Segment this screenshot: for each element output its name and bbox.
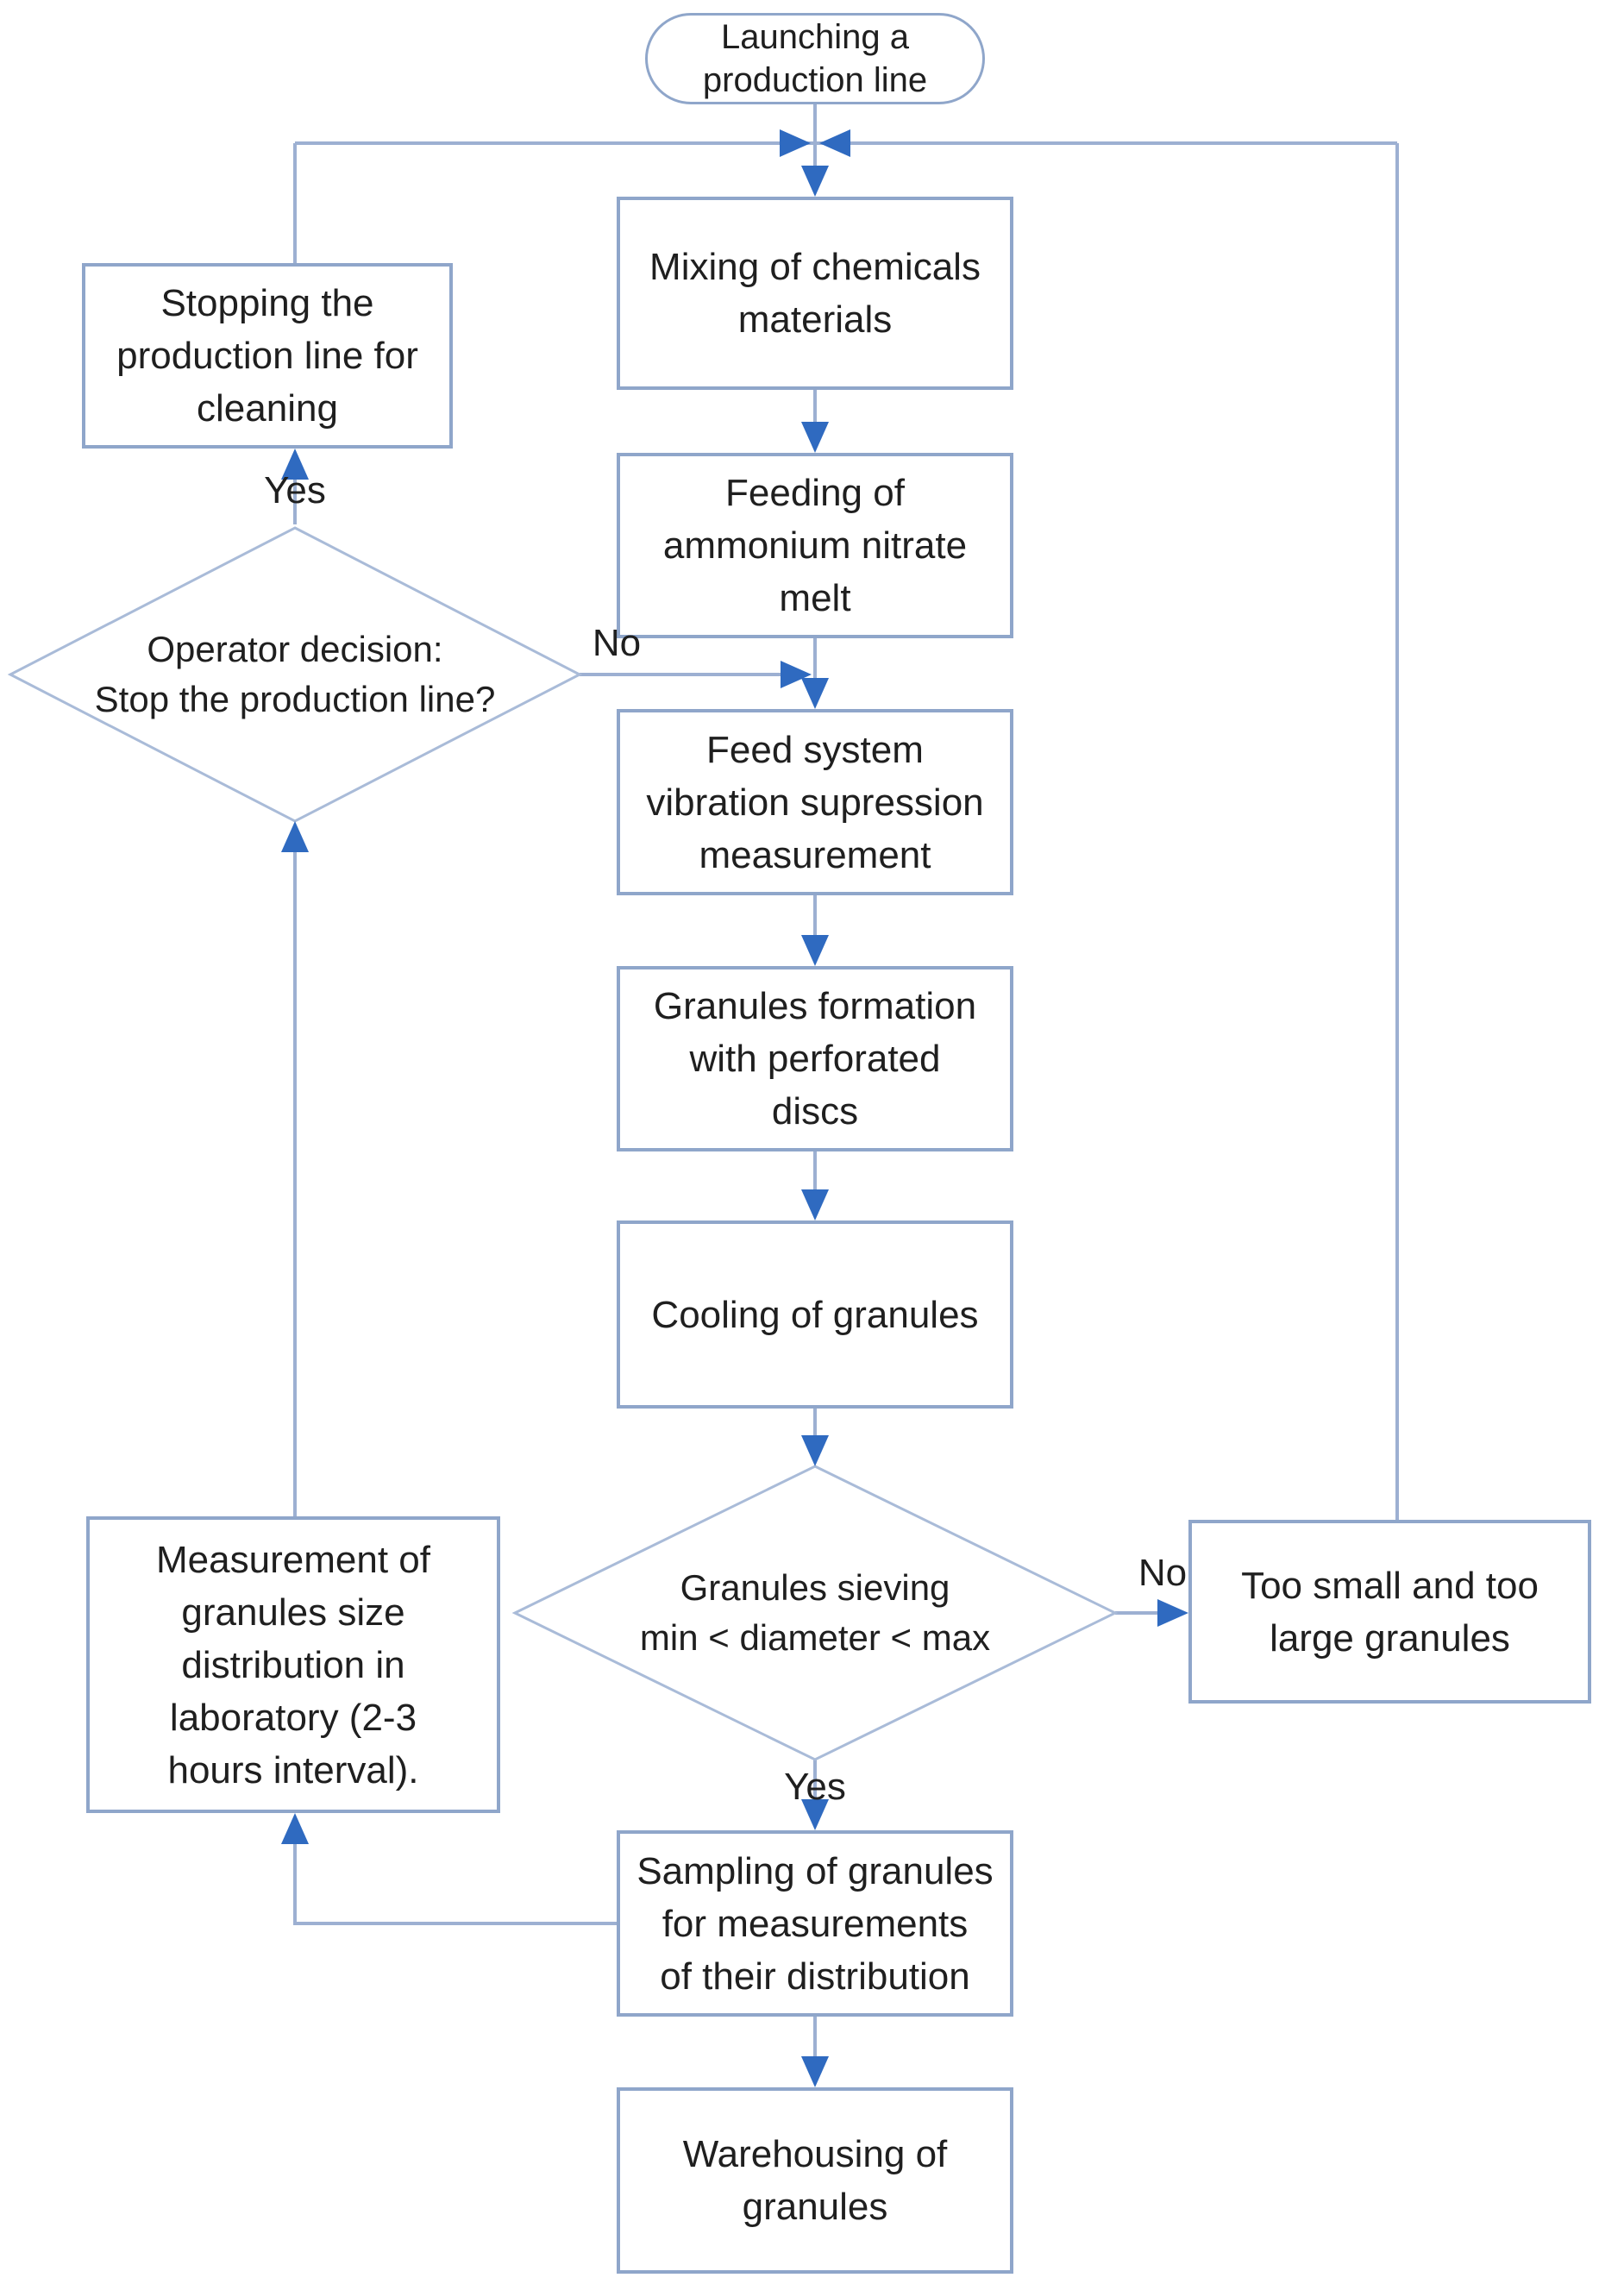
decision-granules-sieving-shape: [511, 1465, 1119, 1761]
arrowhead-into-measurement: [281, 1813, 309, 1844]
label-operator-no: No: [592, 622, 642, 664]
decision-operator-shape: [7, 526, 583, 823]
node-stopping: Stopping the production line for cleanin…: [82, 263, 453, 449]
node-too-small-large: Too small and too large granules: [1188, 1520, 1591, 1704]
node-launch: Launching a production line: [645, 13, 985, 104]
arrowhead-into-feeding: [801, 422, 829, 453]
label-sieving-yes: Yes: [784, 1766, 846, 1808]
arrowhead-into-sieving: [801, 1435, 829, 1466]
arrowhead-into-toosmall: [1157, 1599, 1188, 1627]
arrowhead-into-operator: [281, 821, 309, 852]
arrowhead-into-feedsystem: [801, 678, 829, 709]
label-operator-yes: Yes: [264, 469, 326, 511]
arrowhead-operator-no: [781, 661, 812, 688]
label-sieving-no: No: [1138, 1552, 1188, 1594]
node-granules-formation: Granules formation with perforated discs: [617, 966, 1013, 1151]
arrowhead-into-warehousing: [801, 2056, 829, 2087]
node-measurement: Measurement of granules size distributio…: [86, 1516, 500, 1813]
edge-sampling-to-measurement: [293, 1844, 617, 1925]
arrowheads: [281, 129, 1188, 2087]
node-feeding: Feeding of ammonium nitrate melt: [617, 453, 1013, 638]
arrowhead-into-stopping: [281, 449, 309, 480]
node-feed-system: Feed system vibration supression measure…: [617, 709, 1013, 895]
node-cooling: Cooling of granules: [617, 1220, 1013, 1409]
connector-lines: [293, 104, 1399, 2056]
node-sampling: Sampling of granules for measurements of…: [617, 1830, 1013, 2017]
arrowhead-into-mixing: [801, 166, 829, 197]
arrowhead-junction-from-right: [819, 129, 850, 157]
node-warehousing: Warehousing of granules: [617, 2087, 1013, 2274]
arrowhead-into-formation: [801, 935, 829, 966]
arrowhead-into-sampling: [801, 1799, 829, 1830]
arrowhead-into-cooling: [801, 1189, 829, 1220]
node-mixing: Mixing of chemicals materials: [617, 197, 1013, 390]
arrowhead-junction-from-left: [780, 129, 811, 157]
